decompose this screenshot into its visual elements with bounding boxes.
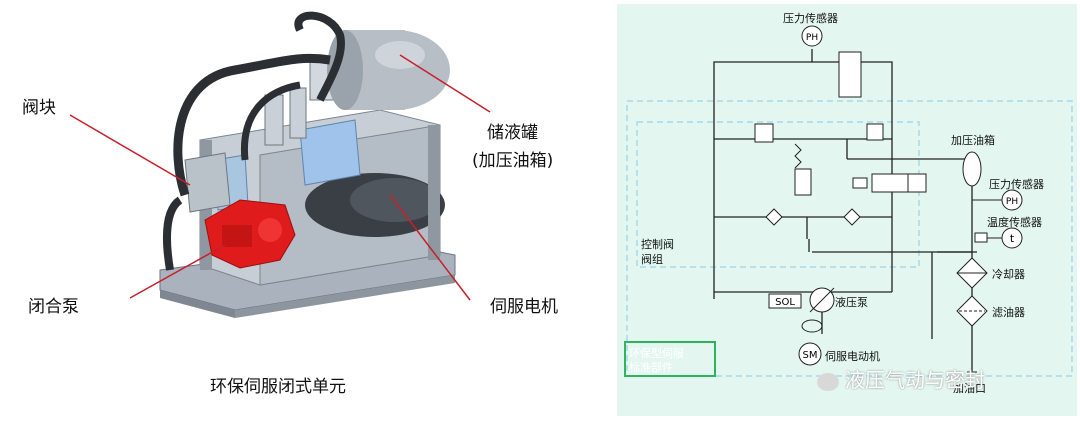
check-diamond-symbol <box>765 208 783 226</box>
figure-caption: 环保伺服闭式单元 <box>210 377 346 397</box>
ph-top-text: PH <box>806 33 818 43</box>
label-std-parts-line1: 环保型伺服 <box>629 347 684 360</box>
relief-valve-symbol <box>866 123 884 141</box>
reservoir-tank-end <box>327 30 363 110</box>
relief-valve-symbol <box>754 123 774 143</box>
label-pressure-sensor-right: 压力传感器 <box>989 178 1044 191</box>
label-fill-port: 加油口 <box>953 382 986 395</box>
label-valve-block: 阀块 <box>22 98 56 118</box>
sol-text: SOL <box>775 297 795 308</box>
directional-valve-symbol <box>871 173 909 193</box>
closed-pump-detail <box>222 225 252 247</box>
hose <box>163 196 183 271</box>
label-cooler: 冷却器 <box>992 268 1025 281</box>
check-valve-symbol <box>794 168 812 196</box>
ph-right-text: PH <box>1006 197 1018 207</box>
valve-block <box>184 152 231 213</box>
t-symbol-text: t <box>1010 232 1015 245</box>
servo-unit-boundary <box>626 100 1073 377</box>
label-servo-motor: 伺服电机 <box>490 297 558 317</box>
pressurized-tank-symbol <box>962 151 982 187</box>
wechat-icon <box>817 372 839 391</box>
leader-line-servo-motor <box>389 194 471 301</box>
hydraulic-lines <box>713 49 977 374</box>
temp-sensor-probe <box>974 232 988 243</box>
solenoid-symbol <box>852 177 868 189</box>
valve-cylinder <box>289 87 307 139</box>
leader-line-closed-pump <box>129 244 226 299</box>
hose <box>173 53 331 197</box>
check-diamond-symbol <box>843 208 861 226</box>
accumulator-symbol <box>838 51 862 98</box>
unit-illustration-panel: 阀块 储液罐 (加压油箱) 闭合泵 伺服电机 环保伺服闭式单元 <box>22 11 558 397</box>
hydraulic-schematic-panel: SM PH PH t SOL 压力传感器 加压油箱 压力传感器 温度传感器 控制… <box>617 4 1077 416</box>
label-temp-sensor: 温度传感器 <box>987 216 1042 229</box>
control-valve-boundary <box>636 121 920 268</box>
servo-motor-symbol <box>798 342 822 366</box>
closed-pump-detail <box>258 218 282 242</box>
hydraulic-schematic: SM PH PH t SOL <box>624 25 1073 377</box>
label-control-valve-line2: 阀组 <box>641 253 663 266</box>
label-reservoir-line1: 储液罐 <box>487 123 538 143</box>
valve-cylinder <box>264 94 284 146</box>
coupling-symbol <box>801 319 823 333</box>
label-pressurized-tank: 加压油箱 <box>951 134 995 147</box>
sm-symbol-text: SM <box>803 350 818 361</box>
std-parts-box <box>624 341 716 377</box>
sol-box <box>768 293 802 309</box>
pressure-sensor-top-symbol <box>801 25 823 47</box>
directional-valve-symbol <box>907 173 927 193</box>
unit-illustration <box>69 11 491 318</box>
watermark-text: 液压气动与密封 <box>845 368 985 392</box>
label-pressure-sensor-top: 压力传感器 <box>783 12 838 25</box>
base-frame-front <box>235 275 455 318</box>
label-reservoir-line2: (加压油箱) <box>472 151 554 171</box>
label-control-valve-line1: 控制阀 <box>641 238 674 251</box>
leader-line-reservoir <box>399 54 491 113</box>
label-std-parts-line2: 标准部件 <box>629 361 673 374</box>
frame-post <box>428 125 440 260</box>
watermark: 液压气动与密封 <box>817 364 985 393</box>
hose <box>240 81 301 161</box>
hydraulic-pump-arrow <box>809 287 835 313</box>
label-closed-pump: 闭合泵 <box>28 297 79 317</box>
leader-line-valve-block <box>69 114 191 186</box>
label-filter: 滤油器 <box>992 306 1025 319</box>
spring-symbol <box>794 143 802 169</box>
hose <box>294 11 345 102</box>
base-frame-side <box>160 290 235 318</box>
servo-motor-end <box>350 178 440 222</box>
label-servo-motor: 伺服电动机 <box>825 350 880 363</box>
label-hydraulic-pump: 液压泵 <box>835 296 868 309</box>
valve-manifold-blue <box>299 119 361 186</box>
